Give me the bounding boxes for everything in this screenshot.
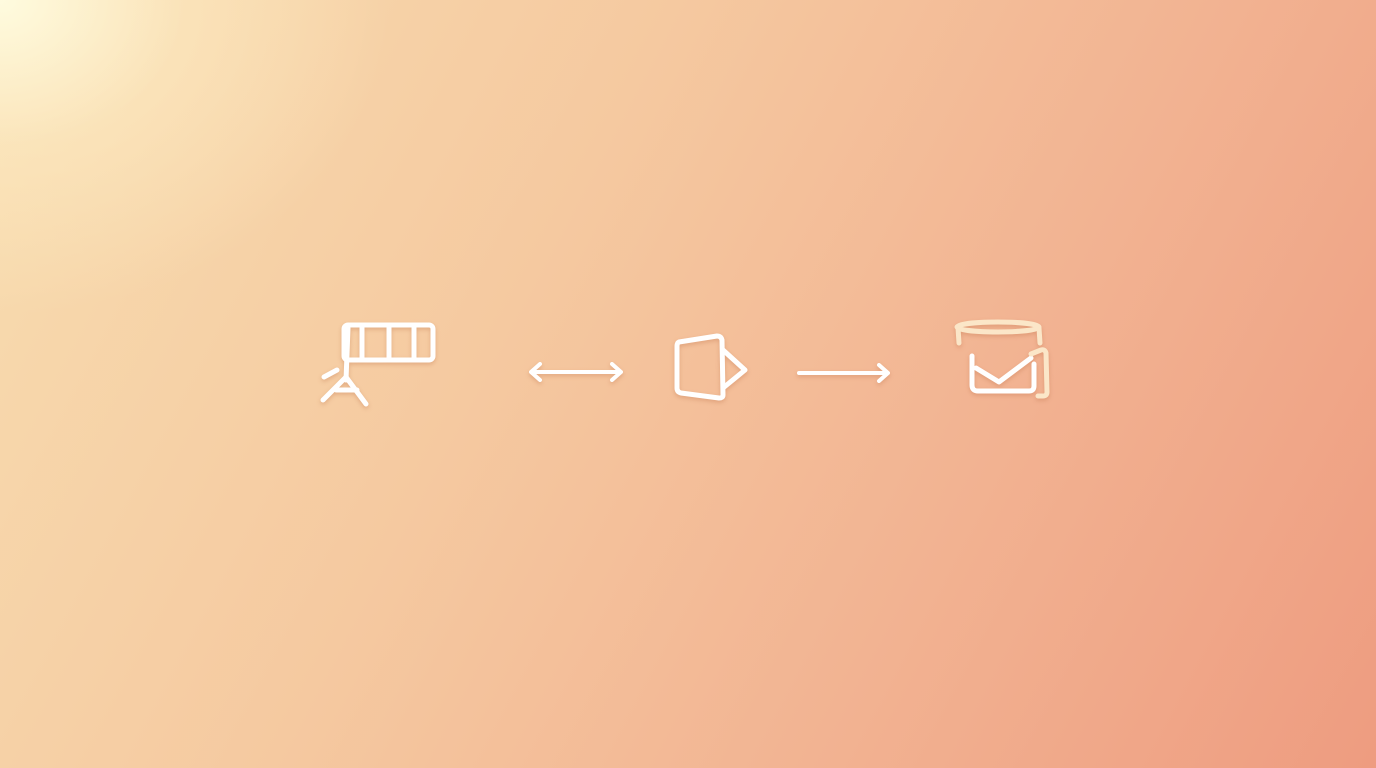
container-check-icon	[954, 319, 1050, 399]
double-arrow-icon	[529, 362, 623, 382]
survey-easel-icon	[320, 322, 436, 407]
trapezoid-play-icon	[674, 333, 748, 401]
right-arrow-icon	[797, 363, 890, 383]
